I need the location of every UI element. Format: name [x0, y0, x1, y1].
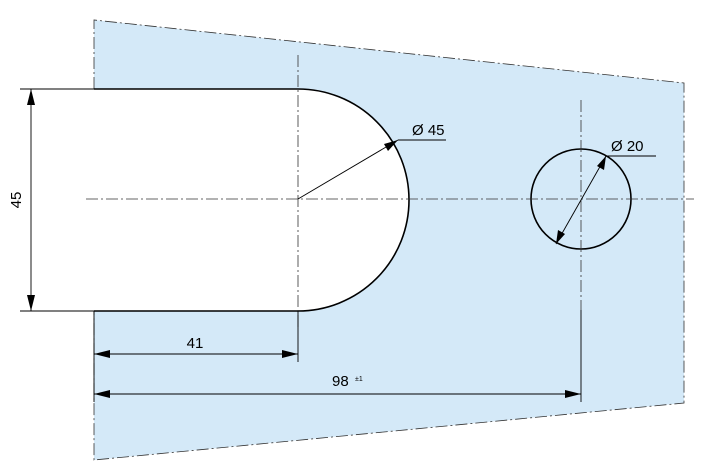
hole-offset-label: 98	[332, 373, 349, 390]
slot-depth-dimension: 41	[94, 335, 298, 358]
hole-offset-dimension: 98 ±1	[94, 373, 581, 398]
arc-diameter-dimension: Ø 45	[297, 122, 446, 200]
slot-outline	[94, 88, 410, 312]
arc-diameter-label: Ø 45	[412, 122, 445, 139]
plate-body	[94, 20, 684, 460]
hole-diameter-label: Ø 20	[611, 138, 644, 155]
hole-offset-tolerance: ±1	[355, 376, 363, 383]
slot-depth-label: 41	[187, 335, 204, 352]
plate-outline	[93, 19, 685, 461]
slot-height-label: 45	[8, 192, 25, 209]
hole-diameter-dimension: Ø 20	[555, 138, 656, 245]
slot-height-dimension: 45	[8, 89, 35, 311]
